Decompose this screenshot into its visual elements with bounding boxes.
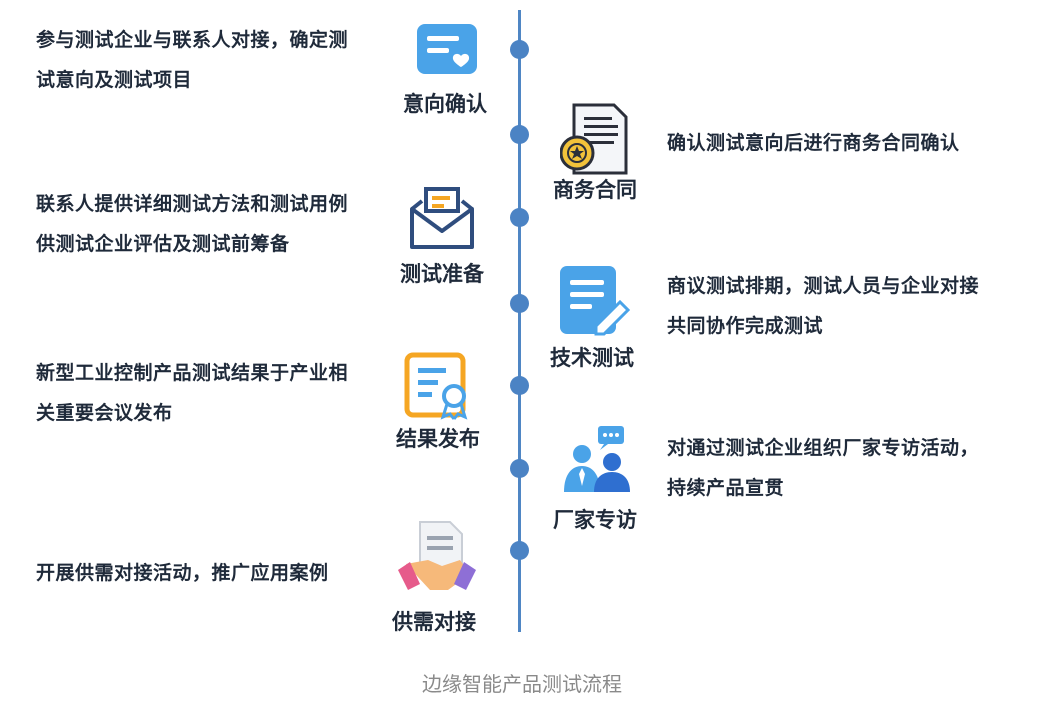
step-description: 参与测试企业与联系人对接，确定测 试意向及测试项目 (36, 20, 381, 100)
description-line: 共同协作完成测试 (667, 315, 824, 337)
step-description: 新型工业控制产品测试结果于产业相 关重要会议发布 (36, 353, 381, 433)
description-line: 持续产品宣贯 (667, 477, 785, 499)
description-line: 开展供需对接活动，推广应用案例 (36, 562, 329, 584)
step-description: 联系人提供详细测试方法和测试用例 供测试企业评估及测试前筹备 (36, 184, 381, 264)
timeline-dot (510, 459, 529, 478)
contract-document-icon (560, 103, 628, 175)
timeline-line (518, 10, 521, 632)
timeline-dot (510, 125, 529, 144)
figure-caption: 边缘智能产品测试流程 (422, 672, 622, 696)
handshake-icon (398, 521, 476, 590)
step-label: 意向确认 (403, 92, 487, 116)
description-line: 联系人提供详细测试方法和测试用例 (36, 193, 349, 215)
step-label: 厂家专访 (553, 508, 637, 532)
description-line: 关重要会议发布 (36, 402, 173, 424)
step-label: 商务合同 (553, 178, 637, 202)
step-description: 开展供需对接活动，推广应用案例 (36, 553, 381, 593)
timeline-dot (510, 541, 529, 560)
description-line: 试意向及测试项目 (36, 69, 193, 91)
step-description: 确认测试意向后进行商务合同确认 (667, 123, 1017, 163)
step-label: 技术测试 (550, 346, 634, 370)
step-label: 供需对接 (392, 610, 476, 634)
timeline-dot (510, 294, 529, 313)
description-line: 供测试企业评估及测试前筹备 (36, 233, 290, 255)
description-line: 参与测试企业与联系人对接，确定测 (36, 29, 349, 51)
description-line: 新型工业控制产品测试结果于产业相 (36, 362, 349, 384)
document-pen-icon (560, 266, 630, 336)
timeline-dot (510, 376, 529, 395)
description-line: 对通过测试企业组织厂家专访活动， (667, 437, 980, 459)
description-line: 确认测试意向后进行商务合同确认 (667, 132, 960, 154)
step-description: 商议测试排期，测试人员与企业对接 共同协作完成测试 (667, 266, 1017, 346)
envelope-letter-icon (410, 187, 474, 249)
step-label: 测试准备 (400, 262, 484, 286)
timeline-dot (510, 40, 529, 59)
step-label: 结果发布 (396, 427, 480, 451)
description-line: 商议测试排期，测试人员与企业对接 (667, 275, 980, 297)
step-description: 对通过测试企业组织厂家专访活动， 持续产品宣贯 (667, 428, 1017, 508)
certificate-icon (404, 352, 468, 420)
chat-heart-icon (417, 24, 477, 74)
interview-people-icon (564, 426, 630, 492)
timeline-dot (510, 208, 529, 227)
